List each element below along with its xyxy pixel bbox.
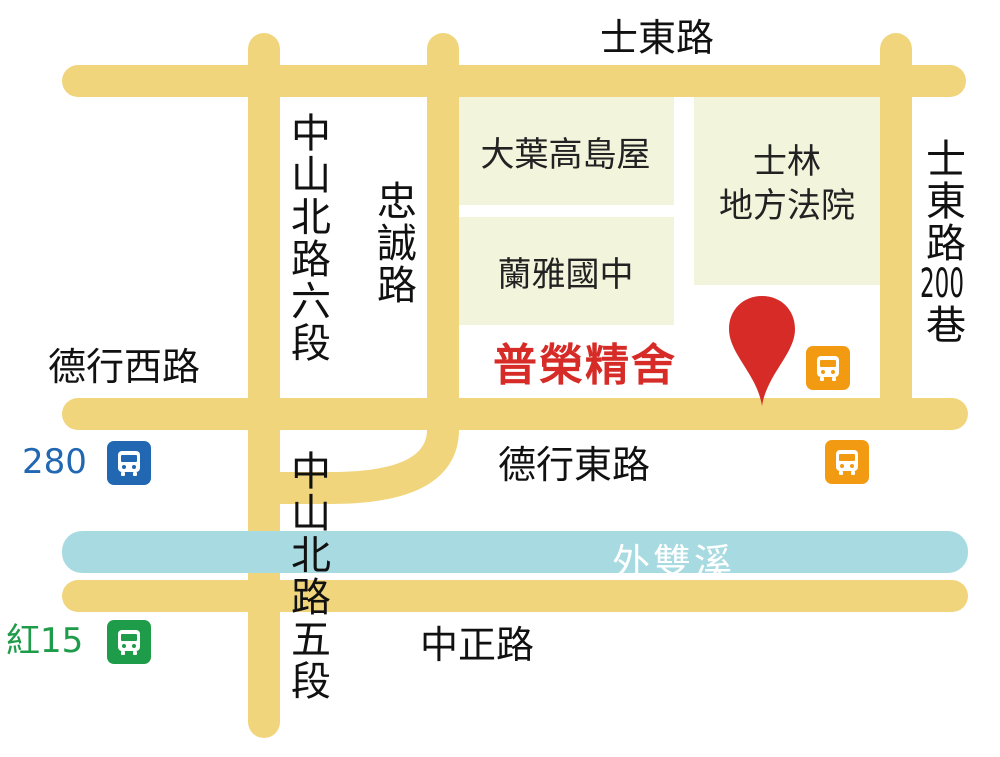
venue-name: 普榮精舍 xyxy=(493,340,677,391)
road-label-zhongshan-6: 中山北路六段 xyxy=(284,112,330,364)
road-label-dexing-east: 德行東路 xyxy=(498,443,651,487)
block-label-daye: 大葉高島屋 xyxy=(480,135,651,175)
road-label-shidong-200-text: 士東路200巷 xyxy=(919,138,965,346)
road-label-shidong-200: 士東路200巷 xyxy=(919,138,965,346)
road-label-shidong: 士東路 xyxy=(600,16,715,60)
block-court xyxy=(694,97,880,285)
road-shidong xyxy=(62,65,966,97)
block-label-court-line2: 地方法院 xyxy=(719,186,855,227)
river-waishuangxi xyxy=(62,531,968,573)
road-zhongcheng xyxy=(427,33,459,418)
road-label-zhongcheng: 忠誠路 xyxy=(370,180,416,306)
block-label-court-line1: 士林 xyxy=(753,142,821,182)
bus-stop-icon xyxy=(107,620,151,664)
bus-stop-icon xyxy=(806,346,850,390)
road-zhongzheng xyxy=(62,580,968,612)
road-shidong-200 xyxy=(880,33,912,418)
road-label-dexing-west: 德行西路 xyxy=(48,345,201,389)
bus-route-280: 280 xyxy=(22,442,87,482)
block-label-lanya: 蘭雅國中 xyxy=(497,255,634,295)
road-label-zhongzheng: 中正路 xyxy=(420,623,535,667)
block-label-court: 士林 地方法院 xyxy=(694,140,880,228)
bus-stop-icon xyxy=(825,440,869,484)
block-lanya xyxy=(457,217,674,325)
map-pin-icon xyxy=(729,296,795,406)
block-daye xyxy=(457,97,674,205)
road-label-zhongshan-5: 中山北路五段 xyxy=(284,450,330,702)
road-dexing xyxy=(62,398,968,430)
bus-route-red15: 紅15 xyxy=(6,621,84,661)
bus-stop-icon xyxy=(107,441,151,485)
river-label: 外雙溪 xyxy=(612,541,736,585)
road-zhongshan xyxy=(248,33,280,738)
